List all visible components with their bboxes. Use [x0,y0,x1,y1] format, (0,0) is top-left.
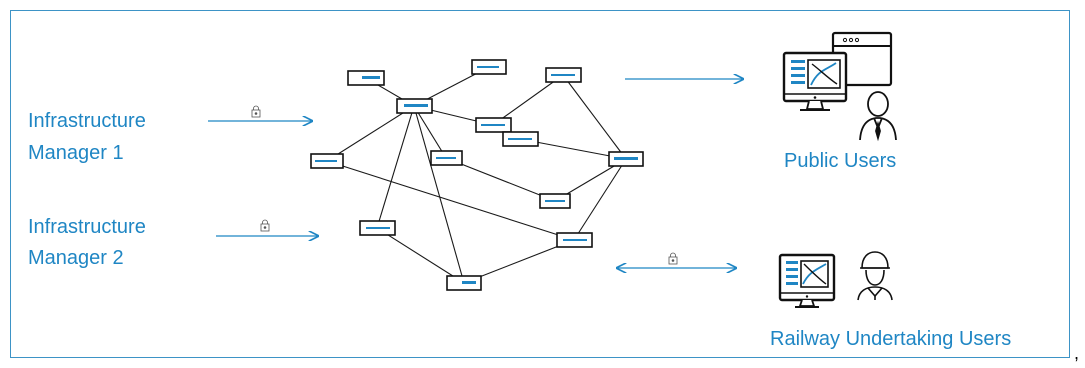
network-node [347,70,385,86]
lock-icon [260,219,270,232]
im1-label-line1: Infrastructure [28,110,146,132]
edge [326,105,415,162]
network-node [502,131,539,147]
diagram-frame [10,10,1070,358]
network-node [545,67,582,83]
edge [492,74,564,126]
lock-icon [668,252,678,265]
lock-icon [251,105,261,118]
railway-undertaking-users-label: Railway Undertaking Users [770,328,1012,350]
monitor-icon [778,253,836,308]
edge [562,74,627,160]
browser-window-icon [831,31,893,87]
edge [376,227,465,284]
edge [463,239,575,284]
network-node [475,117,512,133]
network-node [430,150,463,166]
im2-label-line1: Infrastructure [28,216,146,238]
im2-label-line2: Manager 2 [28,247,124,269]
network-node [539,193,571,209]
network-node [396,98,433,114]
network-node [446,275,482,291]
edge [376,105,415,229]
im1-label-line2: Manager 1 [28,142,124,164]
edge [413,105,465,284]
network-node [608,151,644,167]
public-users-label: Public Users [784,150,897,172]
network-node [359,220,396,236]
edge [445,157,556,202]
network-node [556,232,593,248]
network-edges [326,66,627,284]
railway-worker-icon [857,251,893,301]
monitor-icon [782,51,848,111]
stray-comma: , [1074,343,1080,363]
network-node [471,59,507,75]
network-nodes [310,59,644,291]
edge [326,160,575,241]
network-node [310,153,344,169]
edge [413,105,447,159]
user-icon [859,91,897,142]
edge [573,158,627,241]
